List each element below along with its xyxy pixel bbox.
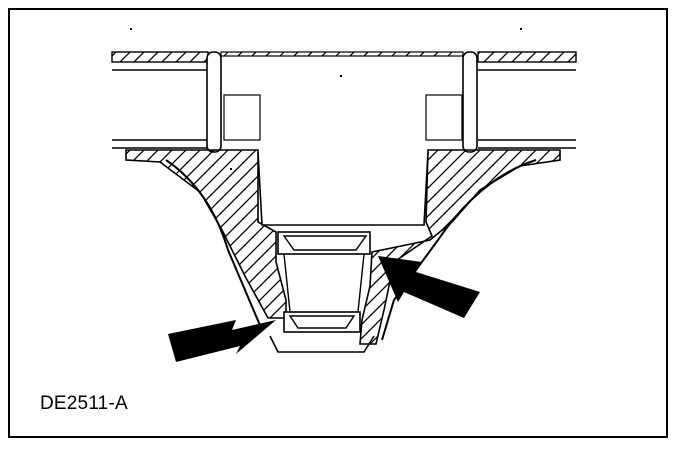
housing-left-section bbox=[125, 149, 287, 319]
outer-contour-left bbox=[165, 159, 263, 331]
pin-left bbox=[206, 51, 222, 153]
figure-id-label: DE2511-A bbox=[40, 393, 128, 414]
arrow-lower-left-icon bbox=[168, 320, 276, 362]
scan-specks bbox=[130, 28, 522, 170]
upper-flange-right bbox=[477, 51, 577, 149]
pin-right bbox=[462, 51, 478, 153]
housing-right-section bbox=[359, 149, 561, 345]
lower-seal-ring bbox=[283, 311, 361, 333]
upper-flange-left bbox=[111, 51, 209, 149]
bottom-nozzle bbox=[269, 335, 375, 353]
outer-contour-right bbox=[381, 159, 537, 341]
lower-bore-walls bbox=[283, 253, 365, 313]
center-body bbox=[220, 51, 464, 141]
arrow-upper-right-icon bbox=[378, 256, 480, 318]
upper-seal-ring bbox=[277, 231, 371, 255]
bore-outline bbox=[257, 151, 429, 226]
